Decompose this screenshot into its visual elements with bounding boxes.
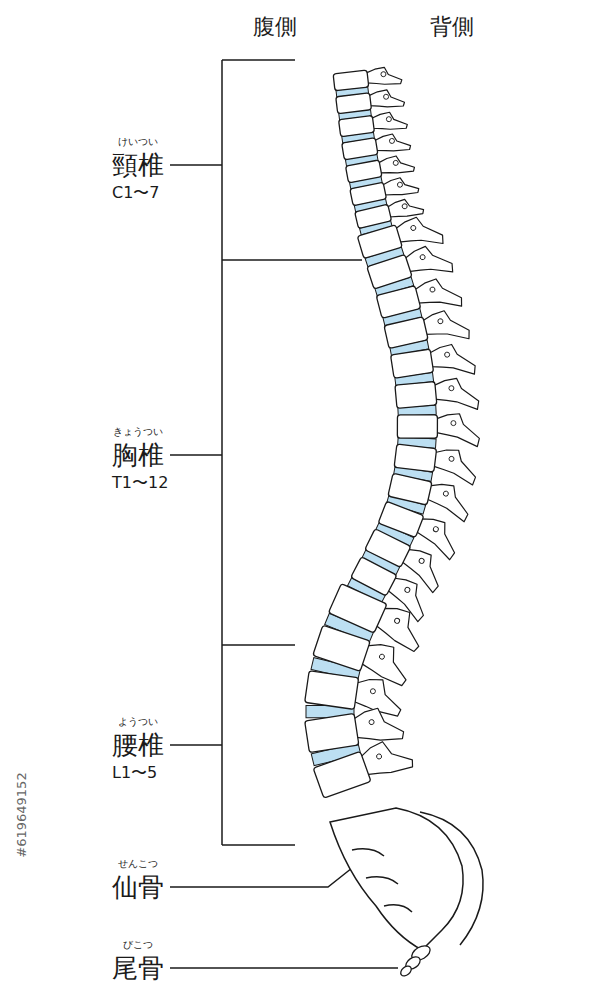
vertebral-body — [339, 115, 375, 136]
vertebra — [342, 131, 412, 160]
region-name: 頸椎 — [112, 151, 164, 180]
sacrum-shape — [330, 808, 483, 950]
posterior-process — [365, 65, 402, 87]
furigana: ようつい — [118, 716, 158, 727]
vertebral-body — [328, 584, 387, 634]
facet-mark — [393, 160, 399, 166]
posterior-process — [421, 306, 471, 348]
vertebra — [333, 65, 402, 91]
vertebra — [397, 414, 479, 447]
vertebral-body — [345, 160, 382, 183]
vertebra — [395, 376, 480, 416]
vertebral-body — [388, 473, 432, 505]
posterior-process — [370, 110, 408, 133]
watermark: #619649152 — [15, 772, 29, 857]
posterior-process — [433, 376, 480, 413]
region-name: 腰椎 — [112, 731, 164, 760]
posterior-process — [403, 240, 455, 285]
vertebral-body — [342, 138, 378, 160]
vertebral-body — [333, 70, 369, 91]
vertebral-body — [313, 751, 371, 798]
side-label: 背側 — [430, 15, 474, 39]
facet-mark — [437, 318, 443, 324]
facet-mark — [379, 654, 385, 660]
facet-mark — [419, 254, 425, 260]
facet-mark — [376, 753, 382, 759]
facet-mark — [433, 526, 439, 532]
vertebral-body — [378, 501, 424, 537]
vertebra — [304, 705, 404, 753]
posterior-process — [377, 153, 415, 177]
facet-mark — [429, 287, 435, 293]
facet-mark — [410, 225, 416, 231]
facet-mark — [402, 203, 408, 209]
facet-mark — [394, 617, 401, 624]
vertebral-body — [355, 204, 392, 228]
facet-mark — [451, 421, 456, 426]
region-bracket — [222, 60, 362, 845]
vertebral-body — [391, 349, 434, 378]
vertebral-body — [336, 93, 372, 114]
facet-mark — [386, 116, 392, 122]
facet-mark — [381, 71, 387, 77]
vertebral-body — [305, 671, 359, 710]
coccyx-shape — [399, 943, 433, 978]
vertebral-body — [357, 225, 402, 259]
vertebra — [313, 734, 415, 798]
posterior-process — [431, 447, 479, 485]
facet-mark — [444, 352, 450, 358]
vertebral-body — [384, 317, 428, 349]
vertebra — [345, 153, 415, 183]
posterior-process — [367, 88, 405, 110]
vertebral-body — [395, 382, 437, 409]
facet-mark — [383, 94, 389, 100]
spine-guide — [330, 72, 417, 800]
vertebral-body — [397, 415, 437, 438]
posterior-process — [435, 414, 479, 447]
facet-mark — [404, 586, 411, 593]
vertebra — [390, 341, 476, 386]
vertebral-body — [394, 444, 437, 472]
side-label: 腹側 — [253, 15, 297, 39]
vertebra — [305, 669, 405, 716]
furigana: きょうつい — [113, 426, 163, 437]
vertebral-body — [367, 254, 412, 289]
vertebra — [336, 88, 405, 114]
posterior-process — [428, 341, 476, 380]
furigana: びこつ — [123, 939, 153, 950]
vertebra-range: C1〜7 — [112, 184, 160, 202]
vertebral-body — [351, 557, 397, 596]
facet-mark — [449, 456, 455, 462]
vertebra-group — [304, 65, 479, 798]
region-name: 仙骨 — [112, 873, 164, 902]
facet-mark — [370, 688, 376, 694]
vertebra — [338, 110, 407, 137]
vertebra — [350, 175, 420, 206]
vertebral-body — [313, 625, 371, 671]
facet-mark — [449, 385, 454, 390]
region-name: 尾骨 — [112, 954, 164, 983]
vertebral-body — [350, 182, 387, 206]
facet-mark — [418, 558, 425, 565]
facet-mark — [389, 138, 395, 144]
facet-mark — [443, 491, 449, 497]
posterior-process — [413, 274, 464, 317]
region-name: 胸椎 — [112, 441, 164, 470]
vertebra-range: L1〜5 — [112, 764, 157, 782]
furigana: せんこつ — [118, 858, 158, 869]
posterior-process — [352, 705, 405, 746]
vertebral-body — [376, 286, 421, 319]
posterior-process — [373, 131, 411, 154]
facet-mark — [369, 719, 375, 725]
vertebra-range: T1〜12 — [112, 474, 168, 492]
facet-mark — [397, 182, 403, 188]
furigana: けいつい — [118, 136, 158, 147]
posterior-process — [381, 175, 420, 200]
vertebral-body — [305, 713, 359, 752]
